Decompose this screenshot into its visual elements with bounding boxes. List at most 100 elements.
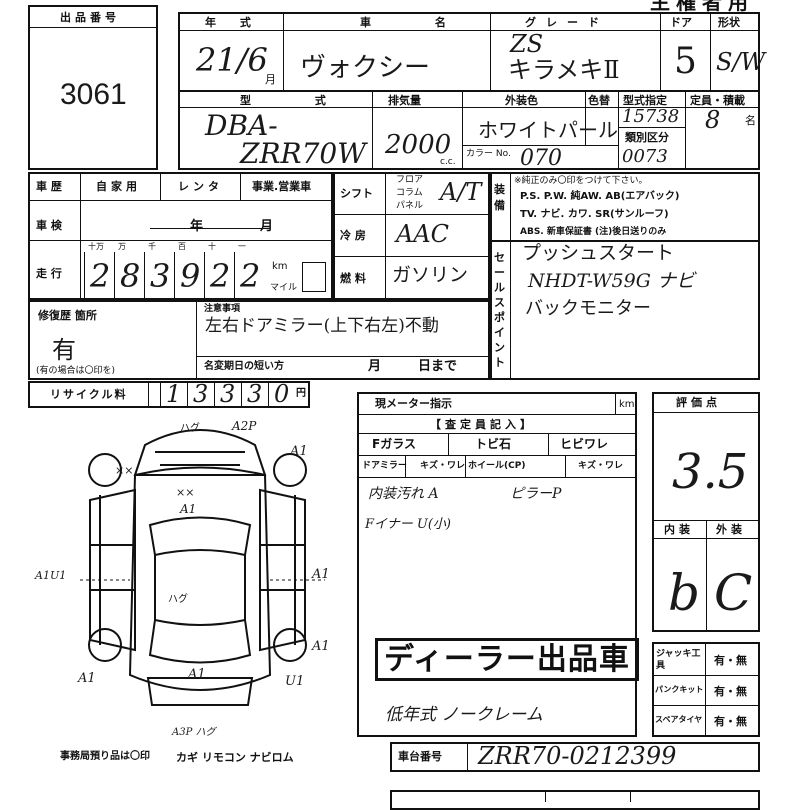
recycle-digit-cell: 1 [160,381,188,408]
mileage-digit: 2 [240,257,261,295]
grade-label: 評価点 [676,396,721,409]
mark-left-side: A1U1 [35,569,67,582]
meter-unit: km [619,399,635,410]
wheel-damage: キズ・ワレ [578,461,624,471]
recycle-digit: 3 [247,380,263,408]
equipment-note: ※純正のみ〇印をつけて下さい。 [514,176,648,186]
notes-label: 注意事項 [204,304,241,314]
recycle-digit: 0 [274,380,290,408]
shift-column: コラム [396,188,423,198]
dealer-stamp: ディーラー出品車 [375,638,639,681]
cc-unit: c.c. [440,157,456,167]
mile-unit: マイル [270,283,298,293]
recycle-digit: 3 [193,380,209,408]
recycle-digit-cell: 0 [268,381,296,408]
exterior-color-value: ホワイトパール [478,118,618,142]
recycle-label: リサイクル料 [50,388,128,401]
inspector-label: 【査定員記入】 [430,418,535,431]
type-designation-value: 15738 [622,106,680,127]
inspection-month: 月 [260,219,274,234]
puncture-value: 有・無 [714,685,747,698]
inspection-year: 年 [190,219,204,234]
displacement-value: 2000 [385,130,452,160]
mileage-digit: 9 [180,257,201,295]
capacity-value: 8 [705,106,721,134]
mileage-digit: 8 [120,257,141,295]
mark-rear-a: A1 [78,671,96,686]
recycle-digit-cell: 3 [214,381,242,408]
mileage-label: 走 行 [36,267,62,280]
vehicle-name: ヴォクシー [300,53,431,83]
mark-fr: A1 [290,444,308,459]
tobi-label: トビ石 [475,437,512,451]
lot-number: 3061 [60,78,127,111]
equipment-label: 装備 [494,183,505,212]
vehicle-shape: S/W [716,48,766,76]
sales-points-label: セールスポイント [494,251,505,369]
mark-rr: U1 [285,674,305,689]
sales-point-1: プッシュスタート [522,242,675,264]
color-change-label: 色替 [588,94,610,107]
mark-bottom: A3P ハグ [172,727,216,738]
ac-label: 冷 房 [340,229,366,242]
mileage-unit-label: 百 [178,242,186,251]
shift-panel: パネル [396,201,424,211]
puncture-label: パンクキット [655,685,704,694]
recycle-digit-cell: 3 [187,381,215,408]
rename-month: 月 [368,359,382,374]
chassis-block [390,742,760,772]
category-no-value: 0073 [622,146,668,167]
vehicle-grade-2: キラメキⅡ [508,56,620,84]
history-rental: レンタ [178,180,223,193]
model-label: 型 式 [240,94,356,107]
lot-number-box [28,5,158,170]
mileage-unit-label: 十万 [88,242,104,251]
mark-hood-1: ×× [176,486,195,499]
fuel-label: 燃 料 [340,272,366,285]
col-grade-label: グレード [525,16,609,29]
footer-items: カギ リモコン ナビロム [176,751,294,764]
mark-top-right: A2P [232,419,257,433]
mileage-digit: 2 [210,257,231,295]
mileage-digit: 2 [90,257,111,295]
equipment-line-2: TV. ナビ. カワ. SR(サンルーフ) [520,209,669,220]
model-value-1: DBA- [205,109,278,142]
col-doors-label: ドア [670,16,692,29]
mark-fl: ×× [115,464,134,477]
lot-number-label: 出品番号 [60,11,120,24]
history-options: 自家用 [96,180,141,193]
mark-top-left: ハグ [180,423,200,434]
mileage-unit-label: 千 [148,242,156,251]
rename-label: 名変期日の短い方 [204,361,284,372]
shift-value: A/T [440,178,482,206]
category-no-label: 類別区分 [625,131,669,144]
jack-label: ジャッキ工具 [656,649,701,671]
meter-label: 現メーター指示 [375,397,452,410]
spare-label: スペアタイヤ [655,715,703,724]
equipment-line-3: ABS. 新車保証書 (注)後日送りのみ [520,227,667,237]
mark-rear-b: A1 [312,639,330,654]
car-diagram [80,429,325,706]
rename-day: 日まで [418,359,458,374]
capacity-unit: 名 [745,114,756,127]
chassis-value: ZRR70-0212399 [478,742,677,770]
fuel-value: ガソリン [392,264,469,286]
type-designation-label: 型式指定 [623,94,667,107]
repair-label: 修復歴 箇所 [38,309,97,322]
title-fragment: 主権者用 [650,0,754,14]
vehicle-month-unit: 月 [265,73,276,86]
bottom-partial-box [390,790,760,810]
vehicle-grade-1: ZS [510,30,544,58]
mileage-unit-label: 一 [238,242,246,251]
mark-right-side: A1 [312,567,330,582]
mile-checkbox [302,262,326,292]
mark-hood-2: A1 [180,502,197,516]
door-mirror-label: ドアミラー [362,461,407,471]
recycle-digit: 1 [166,380,182,408]
shift-block [333,172,490,300]
repair-value: 有 [52,336,76,364]
inspector-note-3: 低年式 ノークレーム [385,705,543,725]
recycle-yen: 円 [296,388,306,399]
repair-note: (有の場合は〇印を) [36,366,116,376]
